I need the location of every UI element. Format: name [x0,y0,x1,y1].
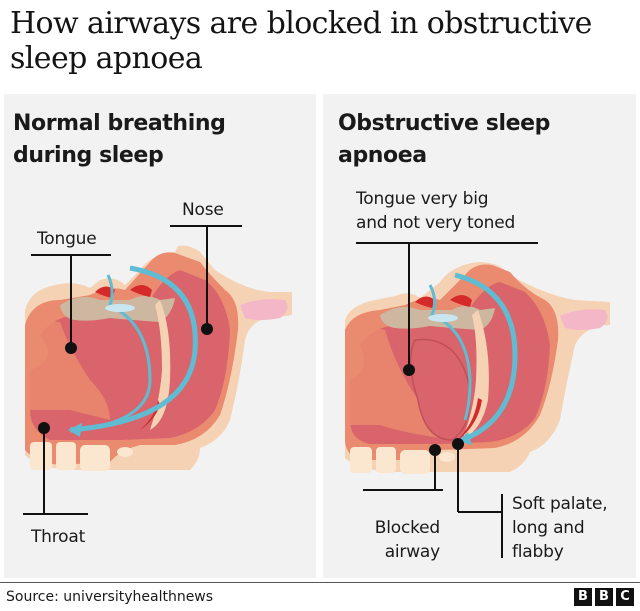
panel-title-line: during sleep [13,143,164,168]
label-blocked-airway: Blocked airway [366,516,440,564]
panel-obstructive-sleep-apnoea: Obstructive sleep apnoea [323,94,636,578]
label-line: and not very toned [356,213,516,233]
label-throat: Throat [31,527,86,547]
panel-title-line: Normal breathing [13,111,226,136]
bbc-logo-block: C [616,588,634,606]
label-nose: Nose [182,200,224,220]
label-tongue-very-big: Tongue very big and not very toned [356,187,515,235]
label-soft-palate: Soft palate, long and flabby [512,492,608,564]
bbc-logo-block: B [595,588,613,606]
label-line: Soft palate, [512,494,608,514]
normal-airway-illustration [23,225,292,515]
osa-airway-illustration [345,242,610,558]
source-credit: Source: universityhealthnews [6,589,214,605]
label-tongue: Tongue [37,229,97,249]
bbc-logo-block: B [574,588,592,606]
chart-title: How airways are blocked in obstructive s… [10,6,592,76]
label-line: long and [512,518,585,538]
panel-normal-breathing: Normal breathing during sleep [4,94,316,578]
panel-title-osa: Obstructive sleep apnoea [338,108,550,172]
bbc-logo: B B C [574,588,634,606]
label-line: Blocked [374,518,440,538]
panel-title-normal: Normal breathing during sleep [13,108,226,172]
footer-divider [0,582,640,583]
label-line: Tongue very big [356,189,489,209]
label-line: flabby [512,542,564,562]
label-line: airway [384,542,441,562]
panel-title-line: Obstructive sleep [338,111,551,136]
panel-title-line: apnoea [338,143,427,168]
